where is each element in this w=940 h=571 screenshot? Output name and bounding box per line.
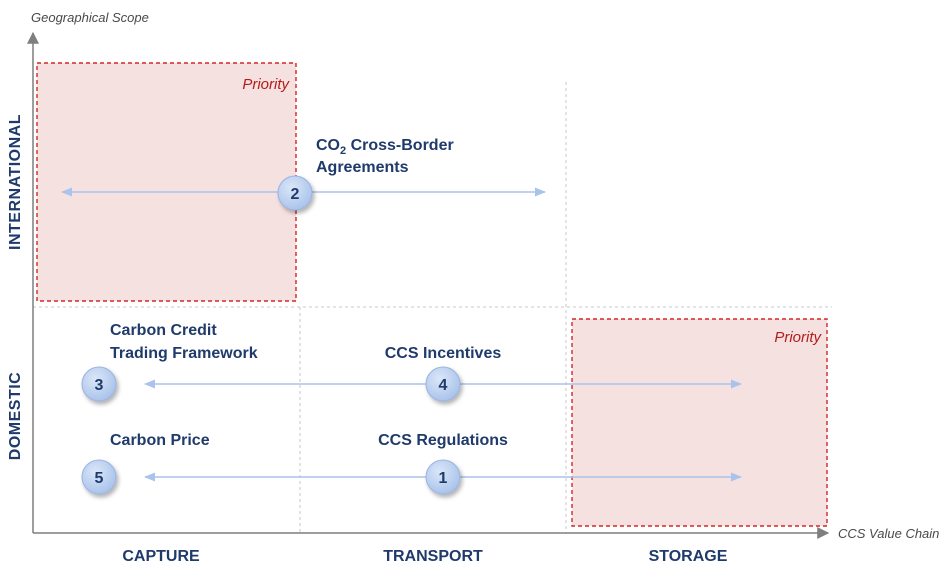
item-label-credit-trading: Carbon Credit Trading Framework: [110, 322, 258, 362]
marker-carbon-price: 5: [81, 459, 117, 495]
priority-area-storage-domestic: [571, 318, 828, 527]
marker-regulations: 1: [425, 459, 461, 495]
row-label-international: INTERNATIONAL: [7, 114, 24, 250]
x-axis-title: CCS Value Chain: [838, 526, 939, 541]
priority-label-international: Priority: [242, 76, 290, 93]
column-label-storage: STORAGE: [649, 548, 728, 565]
marker-number-carbon-price: 5: [95, 470, 104, 487]
priority-label-domestic: Priority: [774, 329, 822, 346]
item-label-incentives: CCS Incentives: [385, 345, 502, 362]
priority-area-capture-international: [36, 62, 297, 302]
item-label-regulations: CCS Regulations: [378, 432, 508, 449]
marker-number-regulations: 1: [439, 470, 448, 487]
item-label-carbon-price: Carbon Price: [110, 432, 210, 449]
marker-cross-border: 2: [277, 175, 313, 211]
item-label-cross-border: CO2 Cross-Border Agreements: [316, 137, 458, 176]
marker-number-incentives: 4: [439, 377, 448, 394]
y-axis-title: Geographical Scope: [31, 10, 149, 25]
column-label-capture: CAPTURE: [122, 548, 200, 565]
marker-number-cross-border: 2: [291, 186, 300, 203]
row-label-domestic: DOMESTIC: [7, 372, 24, 460]
marker-credit-trading: 3: [81, 366, 117, 402]
column-label-transport: TRANSPORT: [383, 548, 483, 565]
marker-number-credit-trading: 3: [95, 377, 104, 394]
marker-incentives: 4: [425, 366, 461, 402]
